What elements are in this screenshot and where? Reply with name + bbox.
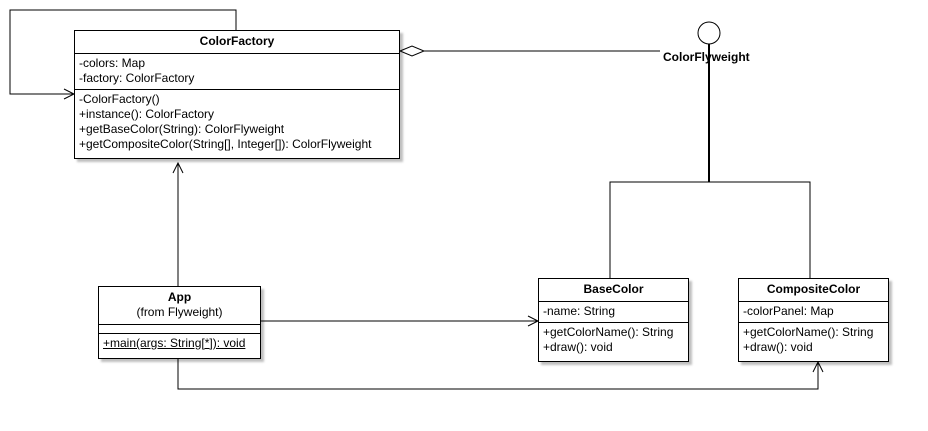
- class-app-attributes: [99, 325, 260, 334]
- class-basecolor-operations: +getColorName(): String +draw(): void: [539, 323, 688, 358]
- class-app-subtitle: (from Flyweight): [136, 305, 223, 319]
- app-to-factory-arrowhead: [172, 161, 184, 174]
- class-app-header: App (from Flyweight): [99, 287, 260, 325]
- class-app-name: App: [167, 290, 192, 304]
- operation: +getColorName(): String: [543, 325, 674, 339]
- self-association-line: [9, 9, 237, 95]
- operation: +getCompositeColor(String[], Integer[]):…: [79, 137, 372, 151]
- attribute: -factory: ColorFactory: [79, 71, 195, 85]
- class-colorfactory-operations: -ColorFactory() +instance(): ColorFactor…: [75, 90, 399, 155]
- operation: +getColorName(): String: [743, 325, 874, 339]
- class-colorfactory-header: ColorFactory: [75, 31, 399, 54]
- app-to-compositecolor-arrowhead: [812, 360, 824, 373]
- operation: +getBaseColor(String): ColorFlyweight: [79, 122, 285, 136]
- class-basecolor-header: BaseColor: [539, 279, 688, 302]
- class-basecolor-attributes: -name: String: [539, 302, 688, 323]
- aggregation-diamond: [398, 45, 426, 57]
- class-colorfactory[interactable]: ColorFactory -colors: Map -factory: Colo…: [74, 30, 400, 159]
- class-compositecolor-header: CompositeColor: [739, 279, 888, 302]
- operation: +instance(): ColorFactory: [79, 107, 215, 121]
- operation: +draw(): void: [743, 340, 813, 354]
- interface-circle: [697, 21, 721, 45]
- attribute: -name: String: [543, 304, 616, 318]
- interface-colorflyweight-label: ColorFlyweight: [663, 50, 750, 64]
- class-colorfactory-attributes: -colors: Map -factory: ColorFactory: [75, 54, 399, 90]
- class-basecolor-name: BaseColor: [583, 282, 644, 296]
- operation: +main(args: String[*]): void: [103, 336, 246, 350]
- class-colorfactory-name: ColorFactory: [199, 34, 275, 48]
- app-to-compositecolor-line: [177, 359, 819, 390]
- realization-tree: [609, 181, 811, 278]
- class-compositecolor-operations: +getColorName(): String +draw(): void: [739, 323, 888, 358]
- class-app[interactable]: App (from Flyweight) +main(args: String[…: [98, 286, 261, 359]
- class-basecolor[interactable]: BaseColor -name: String +getColorName():…: [538, 278, 689, 362]
- class-compositecolor[interactable]: CompositeColor -colorPanel: Map +getColo…: [738, 278, 889, 362]
- attribute: -colorPanel: Map: [743, 304, 834, 318]
- class-compositecolor-attributes: -colorPanel: Map: [739, 302, 888, 323]
- operation: -ColorFactory(): [79, 92, 160, 106]
- class-compositecolor-name: CompositeColor: [766, 282, 861, 296]
- attribute: -colors: Map: [79, 56, 146, 70]
- operation: +draw(): void: [543, 340, 613, 354]
- class-app-operations: +main(args: String[*]): void: [99, 334, 260, 354]
